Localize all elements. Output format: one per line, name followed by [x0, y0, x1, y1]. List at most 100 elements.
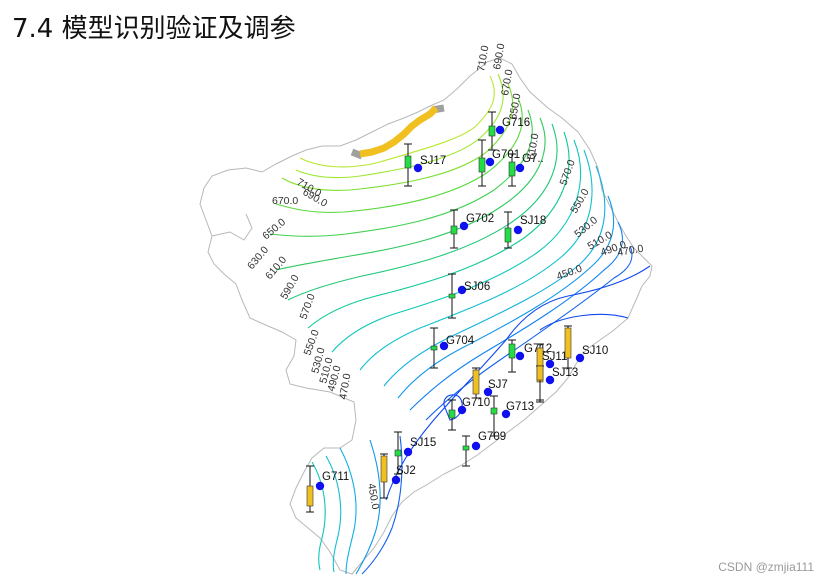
contour-line	[539, 313, 629, 331]
contour-label: 450.0	[555, 263, 584, 283]
well-label: SJ11	[542, 351, 567, 363]
residual-bar	[448, 409, 456, 419]
well-label: G710	[462, 397, 490, 409]
contour-line	[299, 75, 495, 168]
contour-label: 550.0	[568, 187, 592, 216]
residual-bar	[430, 345, 438, 351]
well-marker[interactable]: SJ2	[380, 453, 416, 499]
well-dot	[515, 163, 525, 173]
contour-label: 650.0	[507, 92, 523, 120]
residual-bar	[306, 485, 314, 507]
well-label: G701	[492, 149, 520, 161]
well-dot	[483, 387, 493, 397]
residual-bar	[504, 227, 512, 243]
well-label: G704	[446, 335, 475, 347]
well-marker[interactable]: G7..	[508, 153, 544, 187]
contour-line	[355, 439, 381, 575]
residual-bar	[404, 155, 412, 169]
contour-line	[269, 109, 533, 237]
contour-line	[385, 265, 651, 501]
well-label: SJ10	[582, 345, 608, 357]
well-dot	[457, 405, 467, 415]
well-dot	[459, 221, 469, 231]
well-dot	[575, 353, 585, 363]
well-marker[interactable]: G710	[448, 397, 490, 431]
well-dot	[501, 409, 511, 419]
well-label: G711	[322, 471, 349, 483]
contour-line	[275, 117, 546, 271]
river	[359, 105, 439, 158]
well-label: SJ18	[520, 215, 546, 227]
well-label: SJ2	[396, 465, 416, 477]
well-marker[interactable]: G701	[478, 139, 520, 187]
contour-line	[409, 221, 623, 411]
contour-line	[281, 83, 514, 191]
well-marker[interactable]: SJ7	[472, 367, 508, 399]
residual-bar	[380, 455, 388, 483]
well-marker[interactable]: G702	[450, 209, 494, 249]
contour-line	[275, 97, 523, 213]
contour-line	[287, 123, 558, 301]
contour-line	[295, 73, 504, 179]
well-dot	[403, 447, 413, 457]
well-label: SJ15	[410, 437, 436, 449]
residual-bar	[536, 365, 544, 381]
contour-line	[339, 447, 357, 575]
contour-label: 690.0	[491, 42, 507, 70]
well-label: SJ06	[464, 281, 490, 293]
residual-bar	[508, 343, 516, 359]
residual-bar	[450, 225, 458, 235]
contour-line	[383, 165, 606, 387]
well-dot	[515, 351, 525, 361]
residual-bar	[488, 125, 496, 137]
residual-bar	[394, 449, 402, 457]
well-label: SJ13	[552, 367, 578, 379]
contour-label: 710.0	[475, 44, 491, 72]
well-marker[interactable]: G711	[306, 465, 349, 513]
residual-bar	[478, 157, 486, 173]
well-marker[interactable]: G704	[430, 327, 475, 369]
contour-label: 470.0	[337, 372, 353, 400]
well-marker[interactable]: G713	[490, 395, 534, 437]
contour-label: 570.0	[558, 158, 578, 187]
contour-line	[397, 195, 615, 399]
watermark: CSDN @zmjia111	[718, 560, 814, 574]
well-dot	[471, 441, 481, 451]
well-marker[interactable]: SJ15	[394, 431, 436, 475]
residual-bar	[448, 293, 456, 299]
well-dot	[391, 475, 401, 485]
well-label: G709	[478, 431, 506, 443]
contour-label: 670.0	[499, 68, 515, 96]
well-marker[interactable]: SJ13	[536, 365, 578, 403]
well-dot	[485, 157, 495, 167]
well-label: G716	[502, 117, 530, 129]
well-dot	[495, 125, 505, 135]
residual-bar	[490, 407, 498, 415]
well-label: SJ7	[488, 379, 508, 391]
well-marker[interactable]: SJ10	[564, 325, 608, 369]
well-marker[interactable]: G716	[488, 111, 530, 151]
well-dot	[315, 481, 325, 491]
well-marker[interactable]: G709	[462, 431, 506, 467]
contour-line	[443, 394, 463, 421]
residual-bar	[564, 327, 572, 359]
residual-bar	[472, 369, 480, 395]
well-label: G702	[466, 213, 494, 225]
well-dot	[513, 225, 523, 235]
well-marker[interactable]: SJ18	[504, 211, 546, 249]
residual-bar	[462, 445, 470, 451]
well-marker[interactable]: SJ06	[448, 273, 490, 319]
region-notch	[211, 213, 253, 241]
contour-label: 470.0	[616, 243, 644, 259]
contour-line	[331, 139, 582, 353]
contour-line	[325, 455, 342, 573]
contour-label: 650.0	[260, 216, 288, 242]
well-marker[interactable]: SJ17	[404, 143, 446, 187]
well-dot	[439, 341, 449, 351]
well-dot	[457, 285, 467, 295]
page-title: 7.4 模型识别验证及调参	[12, 14, 296, 44]
contour-label: 570.0	[298, 292, 318, 321]
contour-label: 450.0	[365, 482, 381, 510]
well-dot	[413, 163, 423, 173]
contour-label: 610.0	[525, 132, 541, 160]
